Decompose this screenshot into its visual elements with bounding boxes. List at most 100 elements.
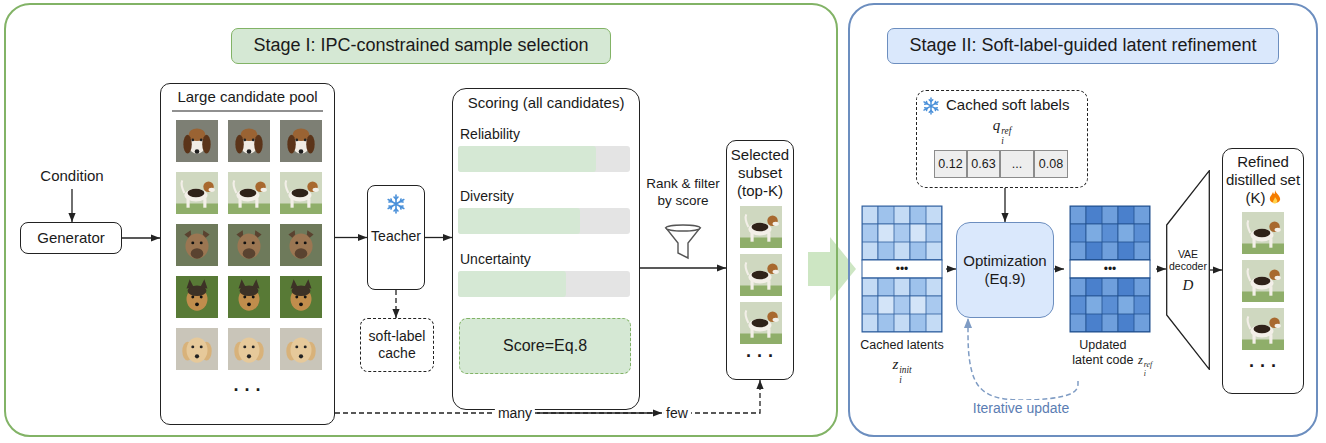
- label-text: Reliability: [460, 126, 520, 142]
- decoder-shape: [1167, 171, 1210, 370]
- math-index: i: [1001, 137, 1011, 147]
- connector-arrow: [122, 237, 160, 238]
- connector-arrow: [1210, 269, 1222, 270]
- label-text: Scoring (all candidates): [468, 94, 625, 111]
- scoring-box: Score=Eq.8 Scoring (all candidates) Reliab…: [452, 88, 640, 410]
- free-label: few: [663, 405, 691, 422]
- score-bar-track: [458, 271, 630, 297]
- text-block: Refined distilled set (K): [1222, 153, 1304, 207]
- text-block: soft-label cache: [361, 319, 433, 371]
- photo-tile: [280, 120, 322, 162]
- label-text: Updated latent code: [1068, 338, 1138, 368]
- stage-title: Stage II: Soft-label-guided latent refin…: [887, 28, 1279, 64]
- score-formula-box: Score=Eq.8: [459, 318, 631, 374]
- stage-title: Stage I: IPC-constrained sample selectio…: [231, 28, 611, 64]
- index-stack: iinit: [899, 366, 911, 386]
- photo-tile: [1242, 260, 1284, 302]
- flame-core: [1273, 197, 1277, 204]
- connector-arrow: [1156, 268, 1166, 269]
- text-block: ...: [1001, 151, 1033, 177]
- text-block: Selected subset (top-K): [726, 146, 794, 200]
- latent-block: [1070, 278, 1150, 332]
- math-index: init: [899, 366, 911, 376]
- photo-tile: [280, 276, 322, 318]
- soft-label-box: 0.12 0.63... 0.08 Cached soft labels qiref: [916, 90, 1088, 188]
- text-block: · · ·: [726, 346, 794, 368]
- optimization-box: Optimization (Eq.9): [956, 222, 1054, 318]
- text-block: 0.12: [935, 151, 966, 177]
- math-letter: q: [993, 117, 1001, 133]
- flame: [1269, 190, 1279, 203]
- index-stack: iref: [1144, 361, 1152, 377]
- label-text: 0.12: [938, 157, 962, 172]
- photo-tile: [228, 172, 270, 214]
- photo-tile: [228, 276, 270, 318]
- text-block: VAE decoder: [1166, 248, 1210, 272]
- math-index: ref: [1144, 361, 1152, 369]
- label-text: Diversity: [460, 188, 514, 204]
- connector-arrow: [946, 268, 956, 269]
- text-block: Diversity: [460, 188, 514, 205]
- connector-arrow: [1054, 268, 1064, 269]
- text-block: Optimization (Eq.9): [957, 223, 1053, 317]
- photo-tile: [228, 328, 270, 370]
- image-pool-box: Large candidate pool · · ·: [160, 83, 335, 425]
- soft-label-cell: 0.63: [967, 150, 1000, 178]
- latent-gap: [862, 260, 942, 278]
- label-text: 0.08: [1039, 157, 1063, 172]
- edge-label: Rank & filter by score: [643, 176, 723, 210]
- score-bar-track: [458, 146, 630, 172]
- teacher-box: Teacher: [367, 185, 425, 290]
- funnel-rim: [666, 225, 700, 231]
- text-block: Teacher: [367, 228, 425, 245]
- label-text: Cached soft labels: [946, 96, 1069, 113]
- text-block: Large candidate pool: [160, 88, 335, 106]
- label-text: Uncertainty: [460, 251, 531, 267]
- stage-panel: GeneratorLarge candidate pool· · ·Teache…: [4, 3, 838, 437]
- label-text: Large candidate pool: [177, 88, 317, 105]
- connector-arrow: [640, 267, 726, 268]
- refined-set-box: Refined distilled set (K) · · ·: [1222, 148, 1304, 394]
- vae-decoder: VAE decoderD: [1166, 170, 1210, 370]
- math-symbol: ziref: [1138, 353, 1152, 378]
- photo-tile: [176, 224, 218, 266]
- text-block: · · ·: [160, 380, 335, 402]
- label-text: Score=Eq.8: [503, 336, 587, 355]
- text-block: D: [1166, 276, 1210, 294]
- math-index: i: [1144, 370, 1152, 378]
- stage-panel: 0.120.63...0.08Cached soft labelsqiref••…: [848, 3, 1318, 437]
- connector-arrow: [335, 237, 367, 238]
- label-text: Teacher: [371, 228, 421, 244]
- text-block: Cached soft labels: [946, 96, 1069, 114]
- label-text: •••: [1104, 262, 1117, 276]
- text-block: · · ·: [1222, 356, 1304, 378]
- index-stack: iref: [1001, 127, 1011, 147]
- text-block: ziinit: [858, 355, 946, 386]
- latent-block: [862, 206, 942, 260]
- photo-tile: [228, 120, 270, 162]
- score-bar-track: [458, 208, 630, 234]
- label-text: Stage I: IPC-constrained sample selectio…: [253, 35, 588, 55]
- photo-tile: [176, 172, 218, 214]
- math-symbol: qiref: [993, 116, 1011, 147]
- photo-tile: [740, 302, 782, 344]
- free-label: many: [495, 405, 535, 422]
- latent-grid: •••Cached latentsziinit: [858, 203, 946, 381]
- frozen-icon: [388, 195, 404, 213]
- math-letter: z: [892, 356, 898, 372]
- cache-box: soft-label cache: [360, 318, 434, 372]
- text-block: •••: [1070, 260, 1150, 278]
- label-text: · · ·: [234, 380, 262, 400]
- label-text: VAE decoder: [1169, 248, 1207, 272]
- photo-tile: [740, 254, 782, 296]
- soft-label-cell: ...: [1000, 150, 1034, 178]
- score-bar: [458, 146, 596, 172]
- selected-subset-box: Selected subset (top-K) · · ·: [726, 140, 794, 380]
- soft-label-cell: 0.08: [1034, 150, 1068, 178]
- label-text: Stage II: Soft-label-guided latent refin…: [909, 35, 1256, 55]
- latent-grid: ••• Updated latent codeziref: [1064, 203, 1156, 381]
- text-block: •••: [862, 260, 942, 278]
- label-text: Selected subset (top-K): [731, 146, 789, 199]
